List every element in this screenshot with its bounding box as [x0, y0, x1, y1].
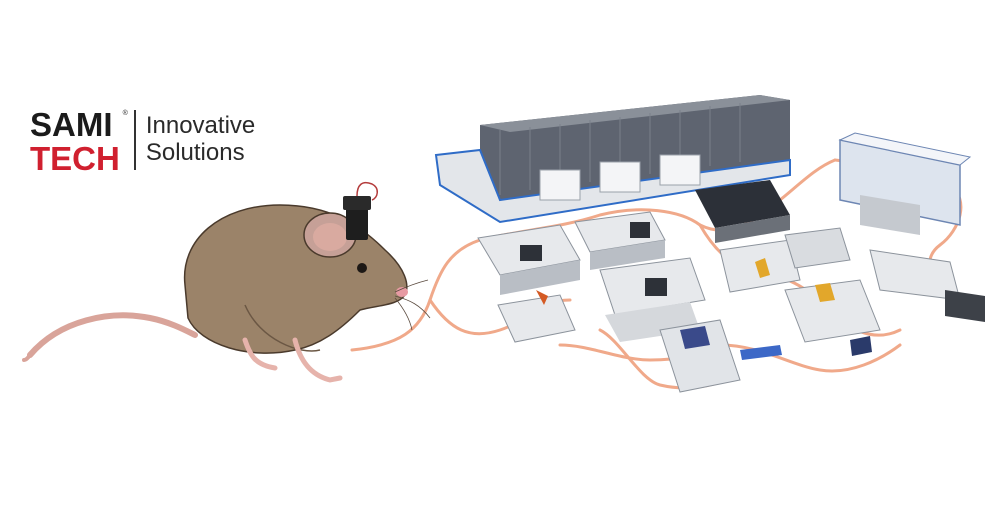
machine-cells [477, 180, 985, 393]
factory-tower [838, 132, 972, 235]
factory-warehouse [434, 95, 791, 224]
logo-brand-top: SAMI ® [30, 106, 128, 143]
samitech-logo: SAMI ® TECH Innovative Solutions [30, 108, 255, 175]
head-camera [346, 205, 368, 240]
logo-brand-bottom: TECH [30, 140, 120, 177]
mouse-illustration [22, 181, 431, 383]
logo-brand-top-text: SAMI [30, 106, 113, 143]
registered-mark: ® [122, 110, 128, 117]
logo-divider [133, 110, 136, 170]
tagline-line2: Solutions [145, 139, 245, 166]
logo-wordmark: SAMI ® TECH [30, 106, 128, 177]
logo-tagline: Innovative Solutions [146, 112, 255, 166]
tagline-line1: Innovative [145, 112, 256, 139]
